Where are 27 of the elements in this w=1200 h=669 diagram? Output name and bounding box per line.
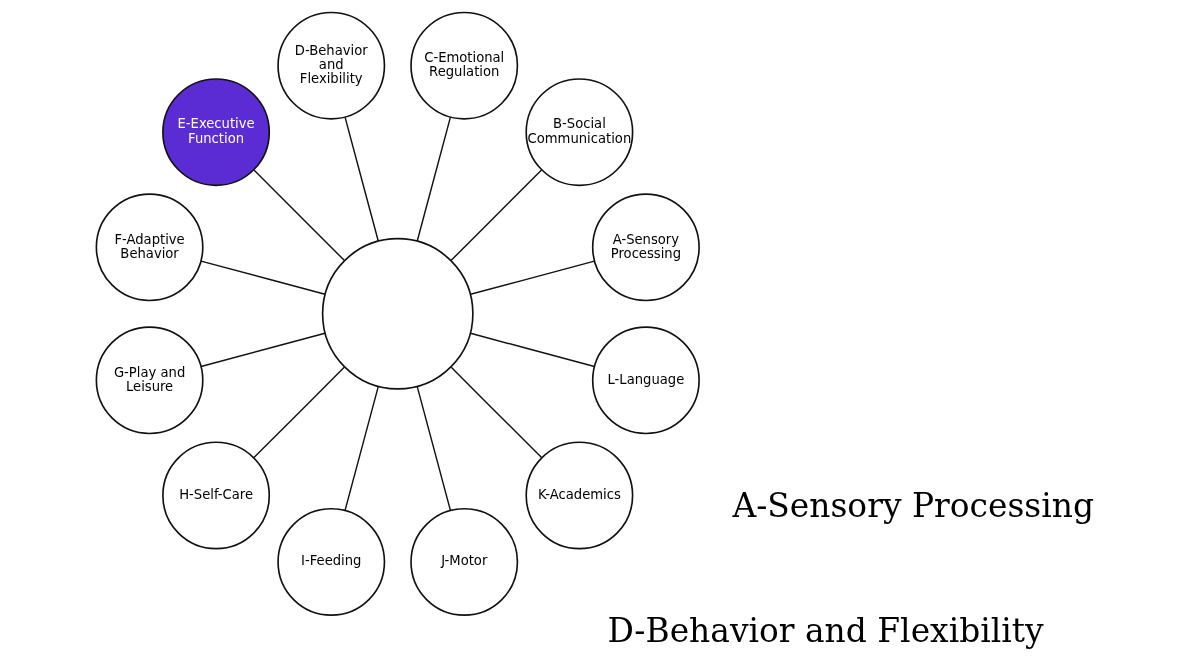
node-circle: H-Self-Care bbox=[161, 441, 270, 550]
connector bbox=[343, 116, 379, 242]
node-circle: A-Sensory Processing bbox=[591, 193, 700, 302]
connector bbox=[252, 366, 345, 459]
node-circle bbox=[321, 237, 474, 390]
node-circle: C-Emotional Regulation bbox=[409, 11, 518, 120]
node-circle: G-Play and Leisure bbox=[95, 326, 204, 435]
connector bbox=[469, 260, 595, 296]
connector bbox=[469, 332, 595, 368]
connector bbox=[252, 169, 345, 261]
node-circle: E-Executive Function bbox=[161, 78, 270, 187]
connector bbox=[416, 116, 451, 242]
connector bbox=[199, 260, 326, 296]
node-circle: J-Motor bbox=[409, 507, 518, 616]
label: D-Behavior and Flexibility bbox=[606, 611, 1044, 651]
node-circle: K-Academics bbox=[524, 441, 633, 550]
connector bbox=[199, 332, 326, 368]
node-circle: B-Social Communication bbox=[524, 78, 633, 187]
connector bbox=[450, 366, 542, 459]
node-circle: F-Adaptive Behavior bbox=[95, 193, 204, 302]
node-circle: D-Behavior and Flexibility bbox=[276, 11, 385, 120]
connector bbox=[416, 385, 451, 512]
node-circle: I-Feeding bbox=[276, 507, 385, 616]
connector bbox=[343, 385, 379, 512]
label: A-Sensory Processing bbox=[731, 486, 1094, 526]
node-circle: L-Language bbox=[591, 326, 700, 435]
connector bbox=[450, 169, 542, 261]
